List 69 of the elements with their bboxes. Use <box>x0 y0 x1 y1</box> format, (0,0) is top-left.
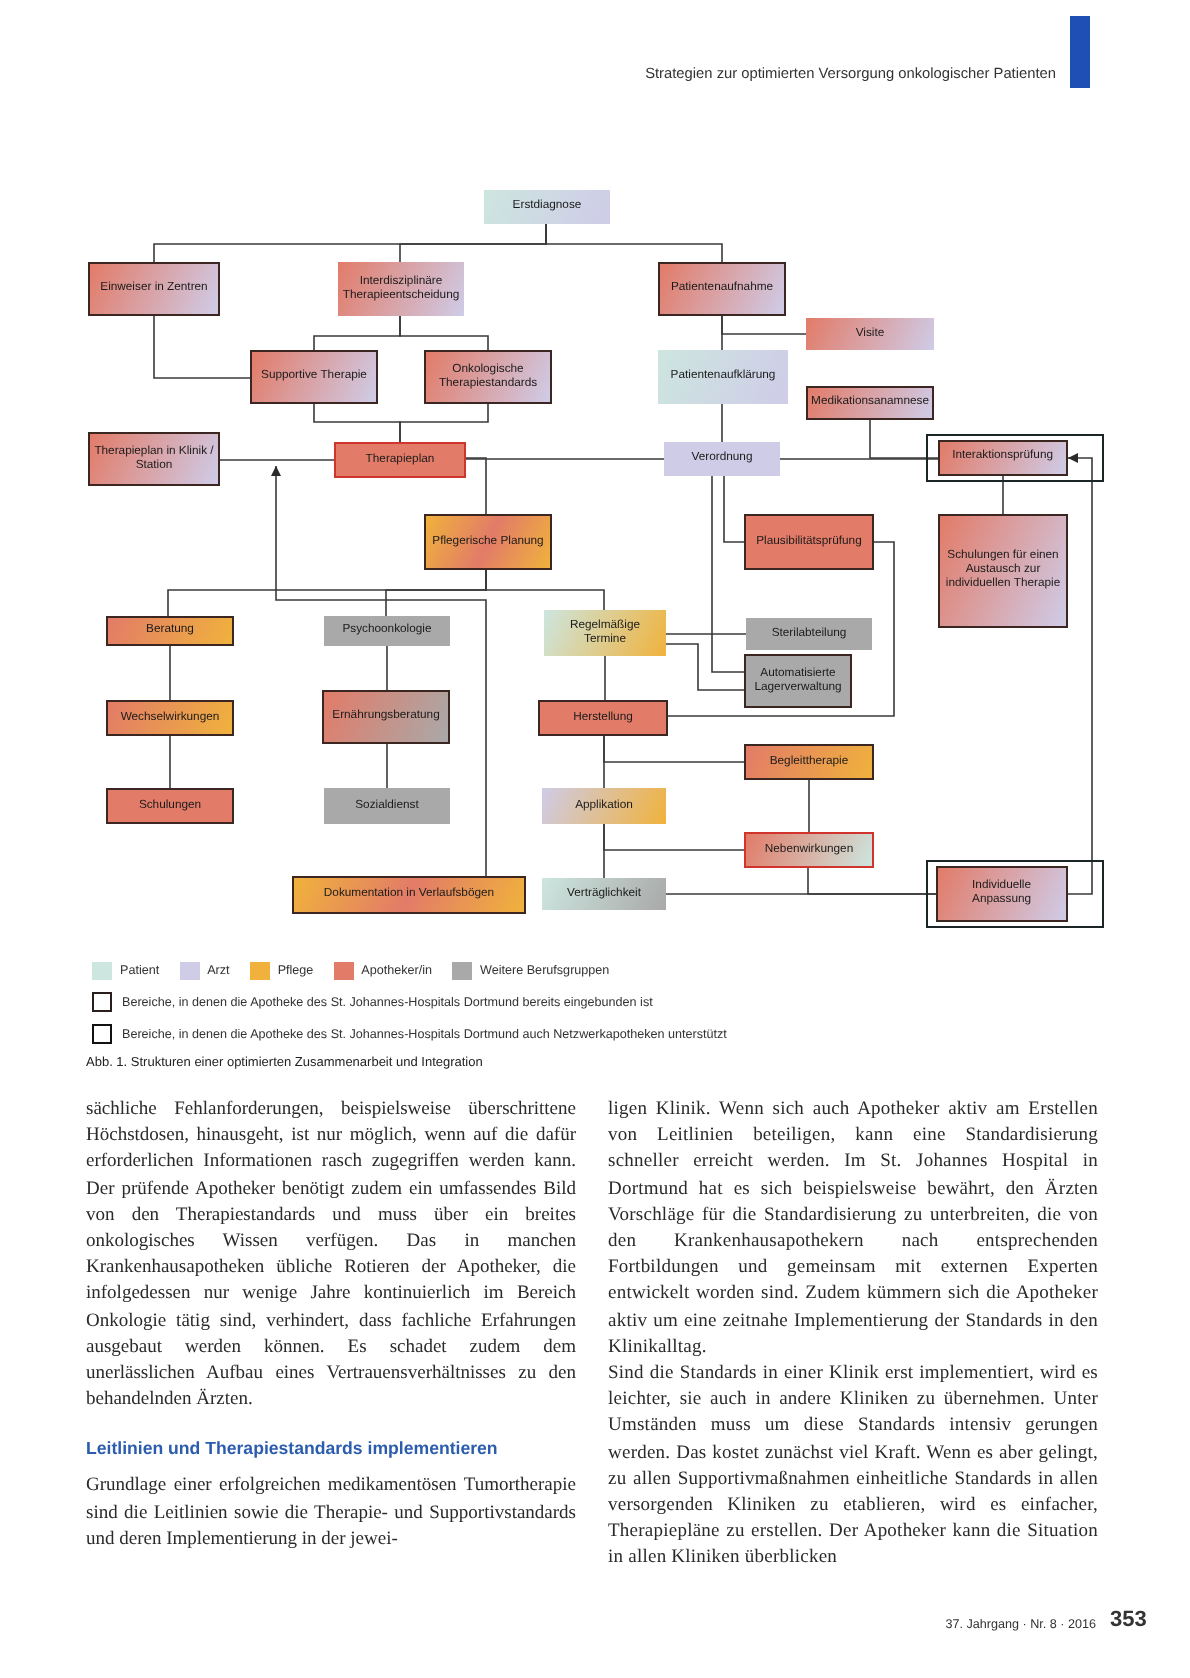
process-box <box>324 788 450 824</box>
process-box <box>746 618 872 650</box>
connector-line <box>399 403 489 443</box>
process-box <box>544 610 666 656</box>
process-box <box>324 616 450 646</box>
process-box <box>106 788 234 824</box>
connector-line <box>1002 475 1004 515</box>
connector-line <box>723 475 745 543</box>
process-box <box>322 690 450 744</box>
process-box <box>744 744 874 780</box>
connector-line <box>667 541 895 717</box>
process-box <box>484 190 610 224</box>
connector-line <box>153 315 251 379</box>
highlight-frame <box>926 860 1104 928</box>
process-box <box>542 788 666 824</box>
process-box <box>744 832 874 868</box>
connector-line <box>465 458 665 460</box>
process-box <box>538 700 668 736</box>
connector-line <box>485 569 605 611</box>
process-box <box>292 876 526 914</box>
section-heading: Leitlinien und Therapiestandards implementieren <box>86 1438 500 1459</box>
process-box <box>658 262 786 316</box>
process-box <box>424 514 552 570</box>
process-box <box>250 350 378 404</box>
process-box <box>88 432 220 486</box>
connector-line <box>465 457 487 515</box>
process-box <box>106 700 234 736</box>
connector-line <box>219 459 335 461</box>
page-number: 353 <box>1110 1608 1149 1632</box>
process-box <box>744 654 852 708</box>
arrow <box>1067 453 1093 895</box>
highlight-frame <box>926 434 1104 482</box>
connector-line <box>721 315 723 351</box>
process-box <box>744 514 874 570</box>
connector-line <box>386 743 388 789</box>
connector-line <box>386 645 388 691</box>
connector-line <box>169 735 171 789</box>
process-box <box>88 262 220 316</box>
process-box <box>935 865 1068 922</box>
body-paragraph: ligen Klinik. Wenn sich auch Apotheker aktiv am Erstellen von Leitlinien beteiligen, kann eine Standardisierung schneller erreicht werden. Im St. Johannes Hospital in Dortmund hat es sich beispielsweise bewährt, den Ärzten Vorschläge für die Standardisierung zu unterbreiten, die von den Krankenhausapothekern nach entsprechenden Fortbildungen und gemeinsam mit externen Experten entwickelt worden sind. Zudem kümmern sich die Apotheker aktiv um eine zeitnahe Implementierung der Standards in den Klinikalltag. <box>608 1098 1098 1362</box>
connector-line <box>711 475 745 673</box>
connector-line <box>721 403 723 443</box>
body-paragraph: sächliche Fehlanforderungen, beispielsweise überschrittene Höchstdosen, hinausgeht, ist nur möglich, wenn auf die dafür erforderlichen Informationen rasch zugegriffen werden kann. Der prüfende Apotheker benötigt zudem ein umfassendes Bild von den Therapiestandards und muss über ein breites onkologisches Wissen verfügen. Das in manchen Krankenhausapotheken übliche Rotieren der Apotheker, die infolgedessen nur wenige Jahre kontinuierlich im Bereich Onkologie tätig sind, verhindert, dass fachliche Erfahrungen ausgebaut werden können. Es schadet zudem dem unerlässlichen Aufbau eines Vertrauensverhältnisses zu den behandelnden Ärzten. <box>86 1098 576 1415</box>
connector-line <box>399 315 489 351</box>
connector-line <box>779 458 939 460</box>
process-box <box>658 350 788 404</box>
connector-line <box>169 645 171 701</box>
process-box <box>106 616 234 646</box>
connector-line <box>807 867 937 895</box>
connector-line <box>665 643 745 691</box>
connector-line <box>869 419 939 459</box>
process-box <box>542 878 666 910</box>
connector-line <box>808 779 810 833</box>
connector-line <box>545 223 723 263</box>
body-paragraph: Sind die Standards in einer Klinik erst implementiert, wird es leichter, sie auch in andere Kliniken zu übernehmen. Unter Umständen muss um diese Standards intensiv gerungen werden. Das kostet zunächst viel Kraft. Wenn es aber gelingt, zu allen Supportivmaßnahmen einheitliche Standards in allen versorgenden Kliniken zu etablieren, wird es einfacher, Therapiepläne zu erstellen. Der Apotheker kann die Situation in allen Kliniken überblicken <box>608 1362 1098 1573</box>
process-box <box>938 514 1068 628</box>
process-box <box>937 439 1068 476</box>
arrow <box>271 465 487 877</box>
connector-line <box>603 823 745 851</box>
process-box <box>334 442 466 478</box>
connector-line <box>604 655 606 701</box>
process-box <box>806 386 934 420</box>
process-box <box>424 350 552 404</box>
connector-line <box>603 735 745 763</box>
process-box <box>806 318 934 350</box>
connector-line <box>665 633 747 635</box>
process-box <box>338 262 464 316</box>
process-box <box>664 442 780 476</box>
body-paragraph: Grundlage einer erfolgreichen medikamentösen Tumortherapie sind die Leitlinien sowie die Therapie- und Supportivstandards und deren Implementierung in der jewei- <box>86 1474 576 1554</box>
